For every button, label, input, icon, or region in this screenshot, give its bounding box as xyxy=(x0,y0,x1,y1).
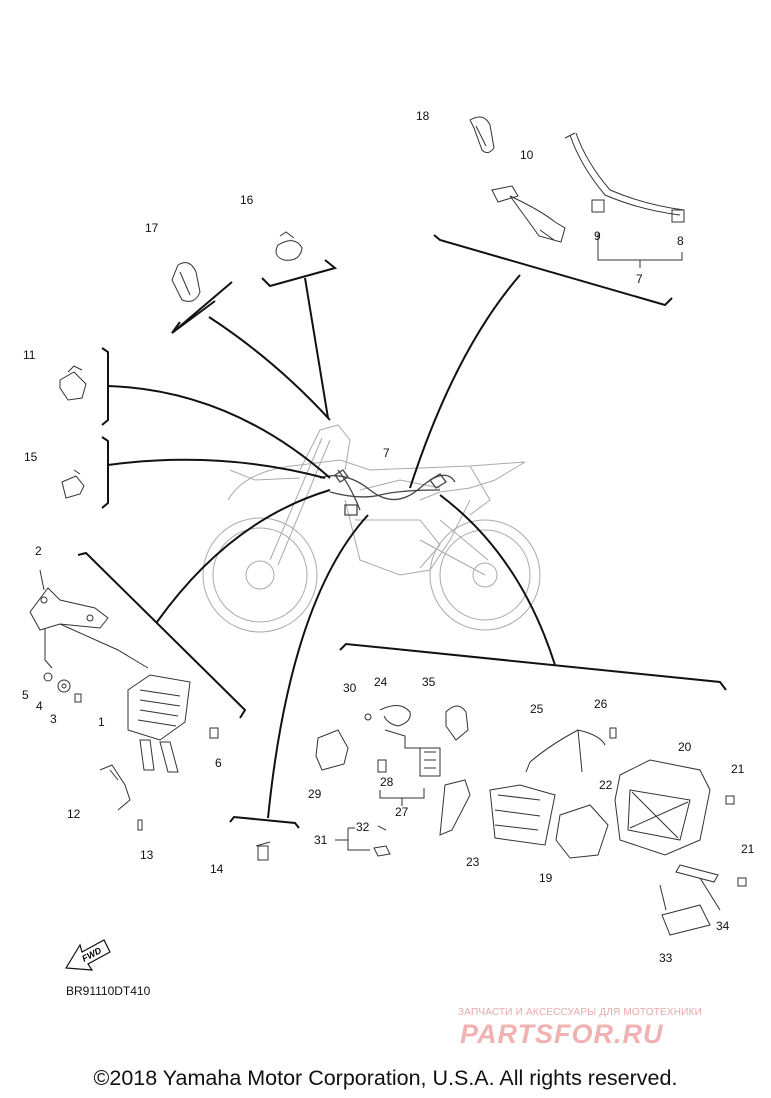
callout-10: 10 xyxy=(520,148,534,162)
callout-1: 1 xyxy=(98,715,105,729)
fwd-arrow-icon xyxy=(64,939,111,971)
part-7-wire-harness xyxy=(564,132,685,268)
callout-22: 22 xyxy=(599,778,613,792)
part-13-bolt xyxy=(137,819,143,831)
parts-21-bolts xyxy=(725,795,747,887)
copyright-footer: ©2018 Yamaha Motor Corporation, U.S.A. A… xyxy=(93,1066,678,1090)
bracket-group-7 xyxy=(433,234,673,307)
callout-23: 23 xyxy=(466,855,480,869)
callout-19: 19 xyxy=(539,871,553,885)
callout-3: 3 xyxy=(50,712,57,726)
callout-21-upper: 21 xyxy=(731,762,745,776)
bracket-group-15 xyxy=(101,436,109,509)
callout-21-lower: 21 xyxy=(741,842,755,856)
part-25-lead xyxy=(525,729,606,773)
callout-4: 4 xyxy=(36,699,43,713)
part-23-battery-band xyxy=(439,779,471,836)
callout-27: 27 xyxy=(395,805,409,819)
callout-25: 25 xyxy=(530,702,544,716)
part-28-fuse xyxy=(377,759,387,773)
main-wire-harness-in-frame xyxy=(319,469,456,516)
callout-15: 15 xyxy=(24,450,38,464)
callout-29: 29 xyxy=(308,787,322,801)
callout-35: 35 xyxy=(422,675,436,689)
part-17-clamp xyxy=(171,262,201,302)
part-14-bolt xyxy=(255,841,271,861)
parts-31-32-connectors xyxy=(335,825,391,857)
callout-12: 12 xyxy=(67,807,81,821)
reference-code: BR91110DT410 xyxy=(66,984,151,998)
callout-17: 17 xyxy=(145,221,159,235)
callout-7-harness: 7 xyxy=(636,272,643,286)
motorcycle-outline xyxy=(202,424,541,633)
part-24-wire xyxy=(379,705,430,749)
bracket-group-19 xyxy=(339,642,727,691)
part-20-battery-box xyxy=(614,759,711,856)
callout-13: 13 xyxy=(140,848,154,862)
part-2-bracket xyxy=(29,569,149,669)
bracket-group-14 xyxy=(229,815,300,829)
watermark-subtitle: ЗАПЧАСТИ И АКСЕССУАРЫ ДЛЯ МОТОТЕХНИКИ xyxy=(458,1007,703,1018)
part-11-coupler xyxy=(59,365,87,401)
callout-14: 14 xyxy=(210,862,224,876)
part-35-cover xyxy=(445,705,469,741)
callout-8: 8 xyxy=(677,234,684,248)
bracket-group-17 xyxy=(171,281,233,334)
leader-lines xyxy=(107,274,556,819)
callout-18: 18 xyxy=(416,109,430,123)
part-15-sensor xyxy=(61,469,85,499)
part-26-bolt xyxy=(609,727,617,739)
callout-34: 34 xyxy=(716,919,730,933)
callout-30: 30 xyxy=(343,681,357,695)
part-18-clamp xyxy=(469,116,495,154)
part-19-battery xyxy=(489,784,556,846)
callout-24: 24 xyxy=(374,675,388,689)
callout-33: 33 xyxy=(659,951,673,965)
part-10-sub-harness xyxy=(491,185,566,243)
callout-26: 26 xyxy=(594,697,608,711)
parts-3-4-5-hardware xyxy=(43,672,82,703)
callout-5: 5 xyxy=(22,688,29,702)
callout-6: 6 xyxy=(215,756,222,770)
part-30-nut xyxy=(364,713,372,721)
part-33-starter-relay xyxy=(659,884,711,936)
watermark-logo: PARTSFOR.RU xyxy=(460,1019,664,1049)
callout-32: 32 xyxy=(356,820,370,834)
bracket-group-1 xyxy=(77,551,247,719)
part-12-bracket xyxy=(99,764,131,811)
part-22-pad xyxy=(555,804,609,859)
callout-7-frame: 7 xyxy=(383,446,390,460)
bracket-group-16 xyxy=(261,259,338,288)
part-27-relay xyxy=(379,747,441,806)
bracket-group-11 xyxy=(101,347,109,426)
part-1-rectifier-regulator xyxy=(127,674,219,773)
callout-2: 2 xyxy=(35,544,42,558)
callout-20: 20 xyxy=(678,740,692,754)
part-29-connector xyxy=(315,729,349,771)
callout-31: 31 xyxy=(314,833,328,847)
callout-9: 9 xyxy=(594,229,601,243)
callout-28: 28 xyxy=(380,775,394,789)
part-16-strap xyxy=(275,231,303,261)
callout-16: 16 xyxy=(240,193,254,207)
part-34-bracket xyxy=(675,864,721,911)
callout-11: 11 xyxy=(23,348,36,362)
